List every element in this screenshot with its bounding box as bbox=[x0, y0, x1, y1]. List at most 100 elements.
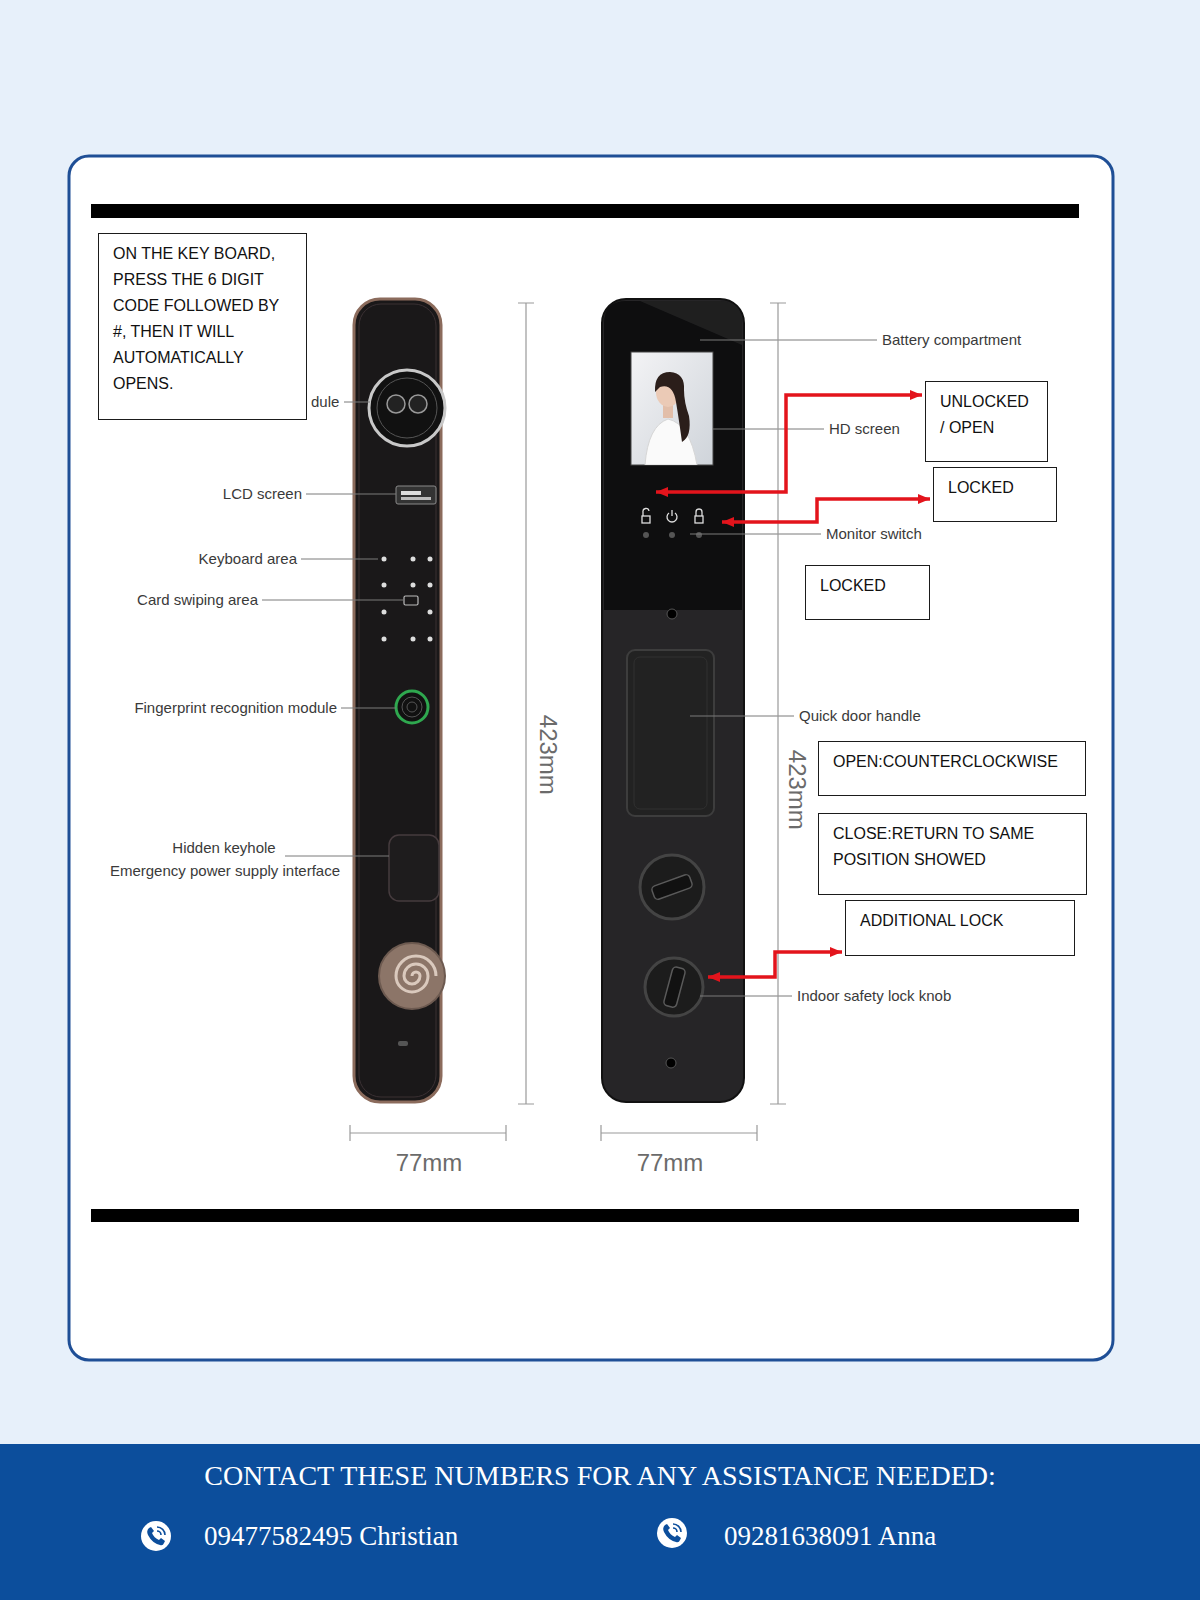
annotation-box: LOCKED bbox=[805, 565, 930, 620]
annotation-text: OPEN:COUNTERCLOCKWISE bbox=[833, 749, 1075, 775]
annotation-box: OPEN:COUNTERCLOCKWISE bbox=[818, 741, 1086, 796]
phone-number: 09477582495 Christian bbox=[204, 1520, 458, 1552]
picture-hair bbox=[655, 372, 690, 442]
leader-line bbox=[262, 600, 404, 601]
leader-line bbox=[341, 708, 396, 709]
key bbox=[428, 610, 433, 615]
leader-line bbox=[700, 340, 877, 341]
key bbox=[428, 583, 433, 588]
part-label: Card swiping area bbox=[137, 591, 258, 608]
annotation-text: CLOSE:RETURN TO SAME POSITION SHOWED bbox=[833, 821, 1076, 873]
annotation-box: LOCKED bbox=[933, 467, 1057, 522]
key bbox=[382, 610, 387, 615]
annotation-text: LOCKED bbox=[820, 573, 919, 599]
phone-icon-disc bbox=[141, 1521, 171, 1551]
part-label: LCD screen bbox=[223, 485, 302, 502]
annotation-box: ON THE KEY BOARD, PRESS THE 6 DIGIT CODE… bbox=[98, 233, 307, 420]
fingerprint-sensor bbox=[396, 691, 428, 723]
indoor-lock-panel bbox=[602, 299, 744, 1102]
annotation-box: CLOSE:RETURN TO SAME POSITION SHOWED bbox=[818, 813, 1087, 895]
glass-panel bbox=[604, 301, 742, 610]
card-icon bbox=[404, 596, 418, 605]
key bbox=[428, 557, 433, 562]
keyhole-cover bbox=[389, 835, 439, 901]
glass-shine bbox=[640, 301, 742, 345]
part-label: dule bbox=[311, 393, 339, 410]
key bbox=[411, 583, 416, 588]
dimension-lines bbox=[350, 303, 786, 1141]
part-label: Indoor safety lock knob bbox=[797, 987, 951, 1004]
knob-spiral bbox=[396, 956, 436, 992]
leader-line bbox=[306, 494, 396, 495]
contact-band: CONTACT THESE NUMBERS FOR ANY ASSISTANCE… bbox=[0, 1444, 1200, 1600]
dimension-line bbox=[770, 303, 786, 1104]
lcd-segment bbox=[401, 491, 421, 495]
dimension-line bbox=[601, 1125, 757, 1141]
camera-ring bbox=[377, 378, 437, 438]
key bbox=[382, 557, 387, 562]
indicator-dot bbox=[696, 532, 702, 538]
keypad bbox=[428, 557, 433, 642]
power-icon bbox=[667, 510, 677, 522]
keypad bbox=[382, 557, 416, 642]
phone-icon bbox=[657, 1518, 687, 1548]
key bbox=[411, 557, 416, 562]
annotation-text: LOCKED bbox=[948, 475, 1046, 501]
phone-handset bbox=[663, 1524, 681, 1542]
phone-waves bbox=[673, 1524, 681, 1532]
phone-handset bbox=[147, 1527, 165, 1545]
annotation-box: ADDITIONAL LOCK bbox=[845, 900, 1075, 956]
dimension-label: 423mm bbox=[783, 750, 811, 830]
door-handle-inner bbox=[634, 657, 707, 809]
fingerprint-ridge bbox=[402, 697, 422, 717]
callout-arrow bbox=[656, 395, 922, 492]
callout-arrow bbox=[722, 499, 930, 522]
hd-screen bbox=[631, 352, 713, 465]
camera-lens bbox=[409, 395, 427, 413]
leader-line bbox=[285, 856, 389, 857]
part-label: Emergency power supply interface bbox=[110, 862, 340, 879]
spiral-knob bbox=[379, 943, 445, 1009]
dimension-line bbox=[350, 1125, 506, 1141]
contact-heading: CONTACT THESE NUMBERS FOR ANY ASSISTANCE… bbox=[0, 1459, 1200, 1493]
dimension-line bbox=[518, 303, 534, 1104]
turn-knob-bar bbox=[651, 874, 693, 901]
annotation-text: ADDITIONAL LOCK bbox=[860, 908, 1064, 934]
phone-icon bbox=[141, 1521, 171, 1551]
leader-line bbox=[713, 429, 824, 430]
dimension-label: 423mm bbox=[534, 715, 562, 795]
part-label: Quick door handle bbox=[799, 707, 921, 724]
safety-knob-bar bbox=[663, 966, 686, 1008]
annotation-box: UNLOCKED / OPEN bbox=[925, 381, 1048, 462]
camera-module bbox=[369, 370, 445, 446]
key bbox=[382, 637, 387, 642]
part-label: Keyboard area bbox=[199, 550, 297, 567]
screw bbox=[667, 609, 677, 619]
monitor-buttons bbox=[642, 508, 703, 523]
outdoor-lock-panel bbox=[354, 299, 445, 1102]
key bbox=[382, 583, 387, 588]
contact-band-fill bbox=[0, 1444, 1200, 1600]
turn-knob bbox=[640, 855, 704, 919]
leader-line bbox=[301, 559, 378, 560]
part-label: Fingerprint recognition module bbox=[134, 699, 337, 716]
phone-icon-disc bbox=[657, 1518, 687, 1548]
top-bar bbox=[91, 204, 1079, 218]
screw bbox=[666, 1058, 676, 1068]
part-label: HD screen bbox=[829, 420, 900, 437]
door-handle bbox=[627, 650, 714, 816]
bottom-slot bbox=[398, 1041, 408, 1046]
annotation-text: UNLOCKED / OPEN bbox=[940, 389, 1033, 441]
key bbox=[411, 637, 416, 642]
annotation-text: ON THE KEY BOARD, PRESS THE 6 DIGIT CODE… bbox=[113, 241, 296, 397]
phone-number: 09281638091 Anna bbox=[724, 1520, 936, 1552]
dimension-label: 77mm bbox=[396, 1149, 463, 1177]
lock-body bbox=[602, 299, 744, 1102]
bottom-bar bbox=[91, 1209, 1079, 1222]
lock-icon bbox=[695, 516, 703, 523]
key bbox=[428, 637, 433, 642]
camera-lens bbox=[387, 395, 405, 413]
part-label: Battery compartment bbox=[882, 331, 1021, 348]
